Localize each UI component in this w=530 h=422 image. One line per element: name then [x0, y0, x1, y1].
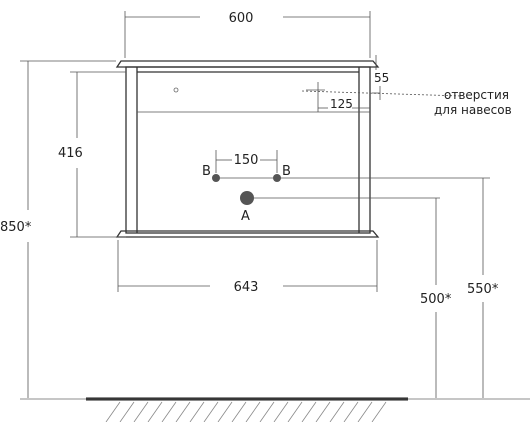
label-hanging-holes-2: для навесов: [434, 103, 512, 117]
label-hole-b-left: B: [202, 164, 211, 179]
dim-top-offset: 55: [374, 71, 389, 85]
dim-height-b: 550*: [467, 282, 499, 297]
dimension-lines: [20, 11, 490, 398]
hanging-hole-marker: [173, 87, 179, 93]
label-hanging-holes-1: отверстия: [444, 88, 509, 102]
countertop: [115, 60, 380, 68]
dim-top-width: 600: [229, 11, 254, 26]
floor-hatching: [105, 401, 387, 422]
cabinet-frame: [115, 60, 380, 238]
dim-hole-offset: 125: [330, 97, 353, 111]
dim-bottom-width: 643: [234, 280, 259, 295]
dim-inner-height: 416: [58, 146, 83, 161]
dim-b-spacing: 150: [234, 153, 259, 168]
label-hole-a: A: [241, 209, 250, 224]
plinth: [115, 230, 380, 238]
hole-a: [240, 191, 254, 205]
dim-height-a: 500*: [420, 292, 452, 307]
dim-total-height: 850*: [0, 220, 32, 235]
cabinet-front: [125, 66, 371, 234]
hole-b-right: [273, 174, 281, 182]
hole-b-left: [212, 174, 220, 182]
label-hole-b-right: B: [282, 164, 291, 179]
